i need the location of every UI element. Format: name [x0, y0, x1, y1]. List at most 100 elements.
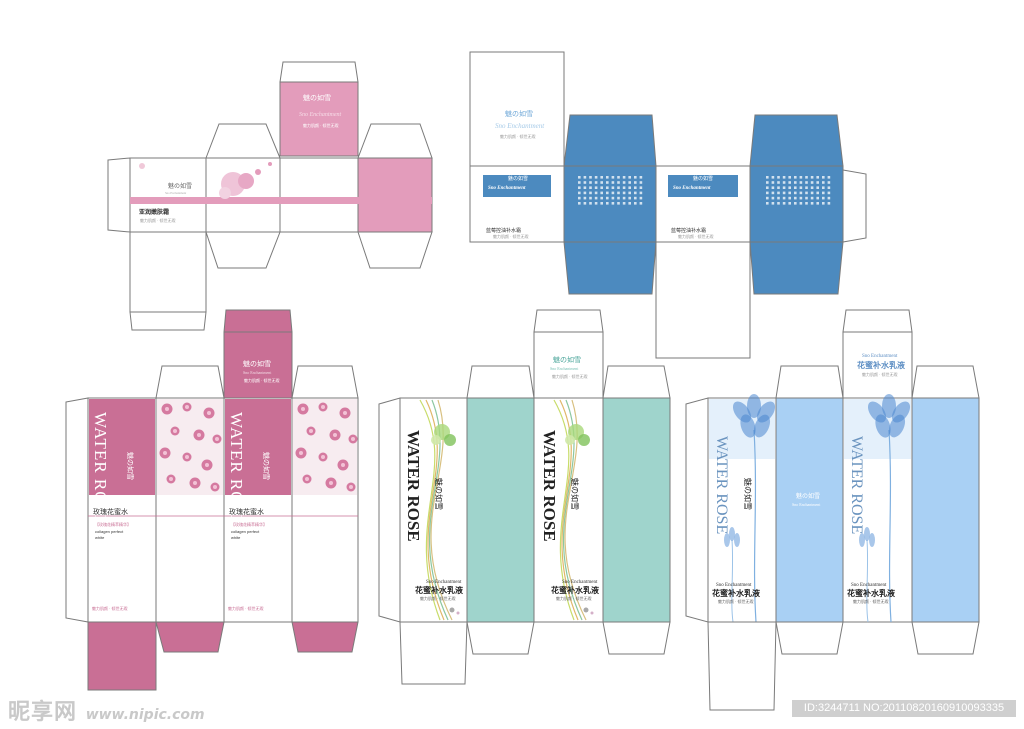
- dot: [578, 176, 581, 179]
- dot: [788, 191, 791, 195]
- dot: [606, 181, 609, 184]
- brand-en: Sno Enchantment: [862, 354, 898, 359]
- tagline: 魅力肌颜 · 倾世无瑕: [92, 605, 128, 611]
- rose-center: [165, 407, 169, 411]
- dot: [799, 186, 803, 189]
- dot: [782, 181, 786, 184]
- lily-petal: [734, 533, 740, 547]
- dot: [639, 181, 643, 184]
- dot: [816, 181, 819, 184]
- dot: [794, 186, 797, 189]
- dot: [622, 191, 626, 195]
- lily-lotion-box: WATER ROSE WATER ROSE 魅の如雪 魅の如雪 Sno Ench…: [685, 309, 980, 711]
- dot: [794, 191, 797, 195]
- dot: [617, 186, 620, 189]
- rose-center: [349, 485, 353, 489]
- dot: [589, 191, 592, 195]
- dot: [788, 176, 791, 179]
- brand-en: Sno Enchantment: [851, 583, 887, 588]
- product-title: WATER ROSE: [713, 436, 730, 534]
- brand-en: Sno Enchantment: [426, 580, 462, 585]
- dot: [799, 181, 803, 184]
- vine: [425, 399, 445, 621]
- stem: [888, 429, 892, 623]
- product-title: WATER ROSE: [404, 430, 423, 542]
- dot: [583, 176, 587, 179]
- dot: [594, 181, 598, 184]
- dot: [766, 191, 769, 195]
- lily-petal: [888, 414, 906, 438]
- dot-grid: [766, 176, 831, 205]
- tagline: 魅力肌颜 · 倾世无瑕: [244, 377, 280, 383]
- rose-center: [207, 411, 211, 415]
- brand-cn: 魅の如雪: [693, 175, 713, 182]
- product-name: 亚润嫩肤霜: [139, 208, 169, 216]
- stem: [731, 539, 734, 623]
- brand-en: Sno Enchantment: [716, 583, 752, 588]
- brand-en: Sno Enchantment: [243, 370, 272, 375]
- dot: [766, 181, 769, 184]
- dot: [578, 186, 581, 189]
- dot: [766, 202, 769, 205]
- dot: [611, 181, 615, 184]
- dot: [816, 191, 819, 195]
- dot: [777, 202, 780, 205]
- brand-cn: 魅の如雪: [743, 478, 753, 510]
- dot: [606, 196, 609, 200]
- dot: [810, 186, 814, 189]
- dot: [617, 176, 620, 179]
- brand-cn: 魅の如雪: [434, 478, 444, 510]
- dot: [594, 191, 598, 195]
- dot: [622, 196, 626, 200]
- rose-center: [309, 429, 313, 433]
- dot: [771, 202, 775, 205]
- card-en: Sno Enchantment: [488, 186, 526, 191]
- dot: [782, 176, 786, 179]
- rose-center: [329, 481, 333, 485]
- dot: [578, 202, 581, 205]
- dot: [639, 191, 643, 195]
- rose-center: [213, 485, 217, 489]
- brand-en: Sno Enchantment: [562, 580, 598, 585]
- dot: [611, 191, 615, 195]
- pink-cream-box: 魅の如雪 Sno Enchantment 亚润嫩肤霜 魅力肌颜 · 倾世无瑕 魅…: [107, 61, 433, 331]
- dot: [589, 202, 592, 205]
- dot: [777, 191, 780, 195]
- dot: [805, 176, 808, 179]
- dot: [816, 196, 819, 200]
- dot: [628, 191, 631, 195]
- dot: [782, 191, 786, 195]
- lily-petal: [869, 533, 875, 547]
- brand-cn: 魅の如雪: [243, 359, 271, 368]
- dot: [628, 202, 631, 205]
- lily-petal: [864, 527, 870, 541]
- dot: [794, 196, 797, 200]
- dot: [639, 186, 643, 189]
- dot: [594, 202, 598, 205]
- brand-cn: 魅の如雪: [508, 175, 528, 182]
- brand-cn: 魅の如雪: [505, 109, 533, 118]
- dot: [589, 181, 592, 184]
- dot: [634, 202, 637, 205]
- brand-cn: 魅の如雪: [168, 182, 192, 190]
- dot: [600, 176, 603, 179]
- image-id-label: ID:3244711 NO:20110820160910093335: [792, 700, 1016, 717]
- brand-cn: 魅の如雪: [796, 492, 820, 500]
- dot: [639, 196, 643, 200]
- dot: [822, 202, 825, 205]
- dot: [794, 202, 797, 205]
- dot: [617, 196, 620, 200]
- dot: [600, 202, 603, 205]
- dot: [606, 191, 609, 195]
- vine: [559, 399, 579, 621]
- dot: [449, 607, 455, 613]
- dot: [589, 196, 592, 200]
- rose-center: [343, 411, 347, 415]
- product-name: 蓝莓控油补水霜: [671, 227, 706, 234]
- dot: [827, 196, 831, 200]
- dot: [766, 196, 769, 200]
- dot: [634, 191, 637, 195]
- lily-decoration: [724, 394, 911, 623]
- tagline: 魅力肌颜 · 倾世无瑕: [303, 122, 339, 128]
- dot: [600, 196, 603, 200]
